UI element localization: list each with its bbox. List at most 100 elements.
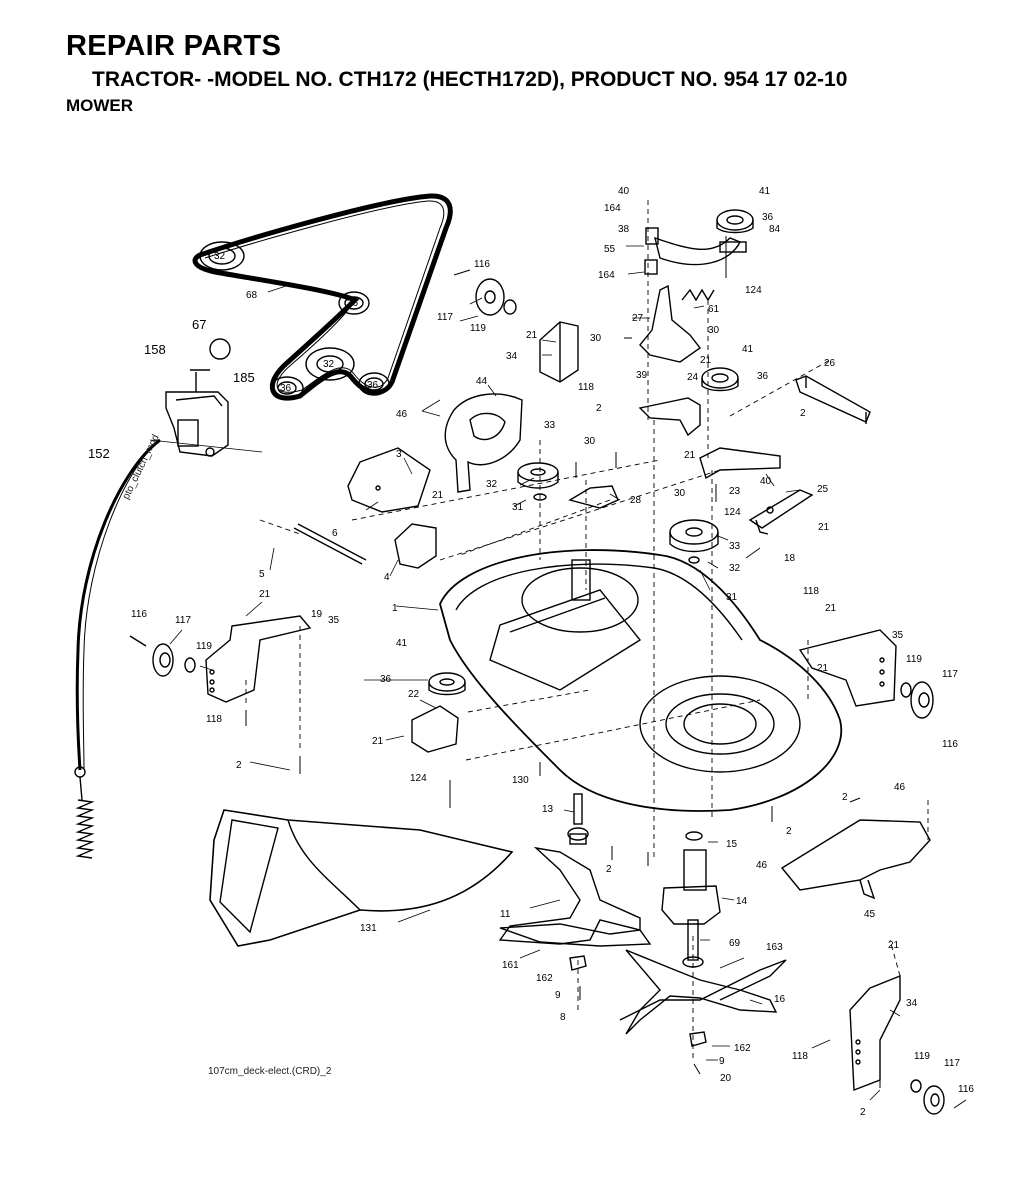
callout-28: 28 [630, 495, 642, 506]
callout-46: 46 [396, 409, 408, 420]
callout-161: 161 [502, 960, 519, 971]
callout-38: 38 [618, 224, 630, 235]
assembly-guide-lines [245, 200, 929, 1060]
callout-30: 30 [590, 333, 602, 344]
clutch-bracket [165, 369, 229, 457]
callout-3: 3 [396, 449, 402, 460]
callout-119: 119 [914, 1051, 930, 1062]
belt-label-36-mid: 36 [347, 298, 359, 309]
callout-164: 164 [604, 203, 621, 214]
spindle-69 [682, 919, 704, 968]
pulley-32-center [517, 462, 559, 501]
callout-69: 69 [729, 938, 741, 949]
callout-16: 16 [774, 994, 786, 1005]
callout-130: 130 [512, 775, 529, 786]
blade-adapter-162 [569, 955, 707, 1047]
callout-2: 2 [860, 1107, 866, 1118]
callout-162: 162 [734, 1043, 751, 1054]
callout-41: 41 [742, 344, 754, 355]
callout-124: 124 [745, 285, 762, 296]
callout-9: 9 [555, 990, 561, 1001]
callout-84: 84 [769, 224, 781, 235]
callout-116: 116 [942, 739, 958, 750]
callout-26: 26 [824, 358, 836, 369]
callout-2: 2 [842, 792, 848, 803]
callout-163: 163 [766, 942, 783, 953]
callout-4: 4 [384, 572, 390, 583]
callout-21: 21 [818, 522, 830, 533]
callout-119: 119 [470, 323, 486, 334]
idler-pulley-117-top [475, 278, 517, 316]
belt-pulley-36-mid [338, 291, 370, 315]
callout-41: 41 [396, 638, 408, 649]
callout-119: 119 [196, 641, 212, 652]
blade-11 [498, 846, 641, 945]
callout-45: 45 [864, 909, 876, 920]
callout-2: 2 [236, 760, 242, 771]
callout-40: 40 [760, 476, 772, 487]
callout-35: 35 [328, 615, 340, 626]
bracket-34-top [539, 321, 579, 383]
callout-leader-lines [149, 245, 901, 1101]
callout-34: 34 [506, 351, 518, 362]
discharge-chute [209, 809, 514, 947]
belt-label-32-upper: 32 [214, 251, 226, 262]
pulley-guard-44 [444, 393, 523, 493]
callout-21: 21 [259, 589, 271, 600]
callout-162: 162 [536, 973, 553, 984]
callout-46: 46 [756, 860, 768, 871]
arm-25 [748, 489, 814, 535]
callout-116: 116 [131, 609, 147, 620]
callout-21: 21 [888, 940, 900, 951]
callout-158: 158 [144, 342, 166, 357]
callout-124: 124 [724, 507, 741, 518]
gauge-wheel-bracket-right [798, 629, 897, 707]
belt-pulley-32-center [305, 347, 355, 381]
callout-118: 118 [206, 714, 222, 725]
callout-31: 31 [726, 592, 738, 603]
callout-117: 117 [942, 669, 958, 680]
callout-117: 117 [944, 1058, 960, 1069]
callout-117: 117 [175, 615, 191, 626]
callout-31: 31 [512, 502, 524, 513]
callout-6: 6 [332, 528, 338, 539]
belt-pulley-36-right [358, 372, 390, 396]
callout-5: 5 [259, 569, 265, 580]
callout-33: 33 [544, 420, 556, 431]
callout-27: 27 [632, 313, 644, 324]
gauge-wheel-lower [910, 1079, 945, 1115]
callout-21: 21 [817, 663, 829, 674]
callout-116: 116 [958, 1084, 974, 1095]
section-label: MOWER [66, 96, 134, 115]
bracket-27 [639, 284, 702, 363]
pulley-36-top [716, 209, 754, 234]
callout-67: 67 [192, 317, 206, 332]
callout-32: 32 [729, 563, 741, 574]
gauge-wheel-bracket-left [205, 615, 312, 703]
callout-21: 21 [825, 603, 837, 614]
callout-34: 34 [906, 998, 918, 1009]
callout-44: 44 [476, 376, 488, 387]
callout-124: 124 [410, 773, 427, 784]
callout-9: 9 [719, 1056, 725, 1067]
callout-152: 152 [88, 446, 110, 461]
callout-32: 32 [486, 479, 498, 490]
callout-20: 20 [720, 1073, 732, 1084]
belt-pulley-32-upper [199, 241, 245, 271]
callout-13: 13 [542, 804, 554, 815]
rod-6 [293, 523, 367, 565]
gauge-wheel-left [129, 635, 196, 677]
callout-21: 21 [432, 490, 444, 501]
callout-18: 18 [784, 553, 796, 564]
callout-117: 117 [437, 312, 453, 323]
bracket-34-lower [849, 974, 901, 1092]
callout-19: 19 [311, 609, 323, 620]
callout-116: 116 [474, 259, 490, 270]
callout-68: 68 [246, 290, 258, 301]
callout-21: 21 [700, 355, 712, 366]
callout-11: 11 [500, 909, 511, 920]
callout-21: 21 [526, 330, 538, 341]
pto-cable [74, 438, 161, 859]
callout-36: 36 [380, 674, 392, 685]
callout-119: 119 [906, 654, 922, 665]
